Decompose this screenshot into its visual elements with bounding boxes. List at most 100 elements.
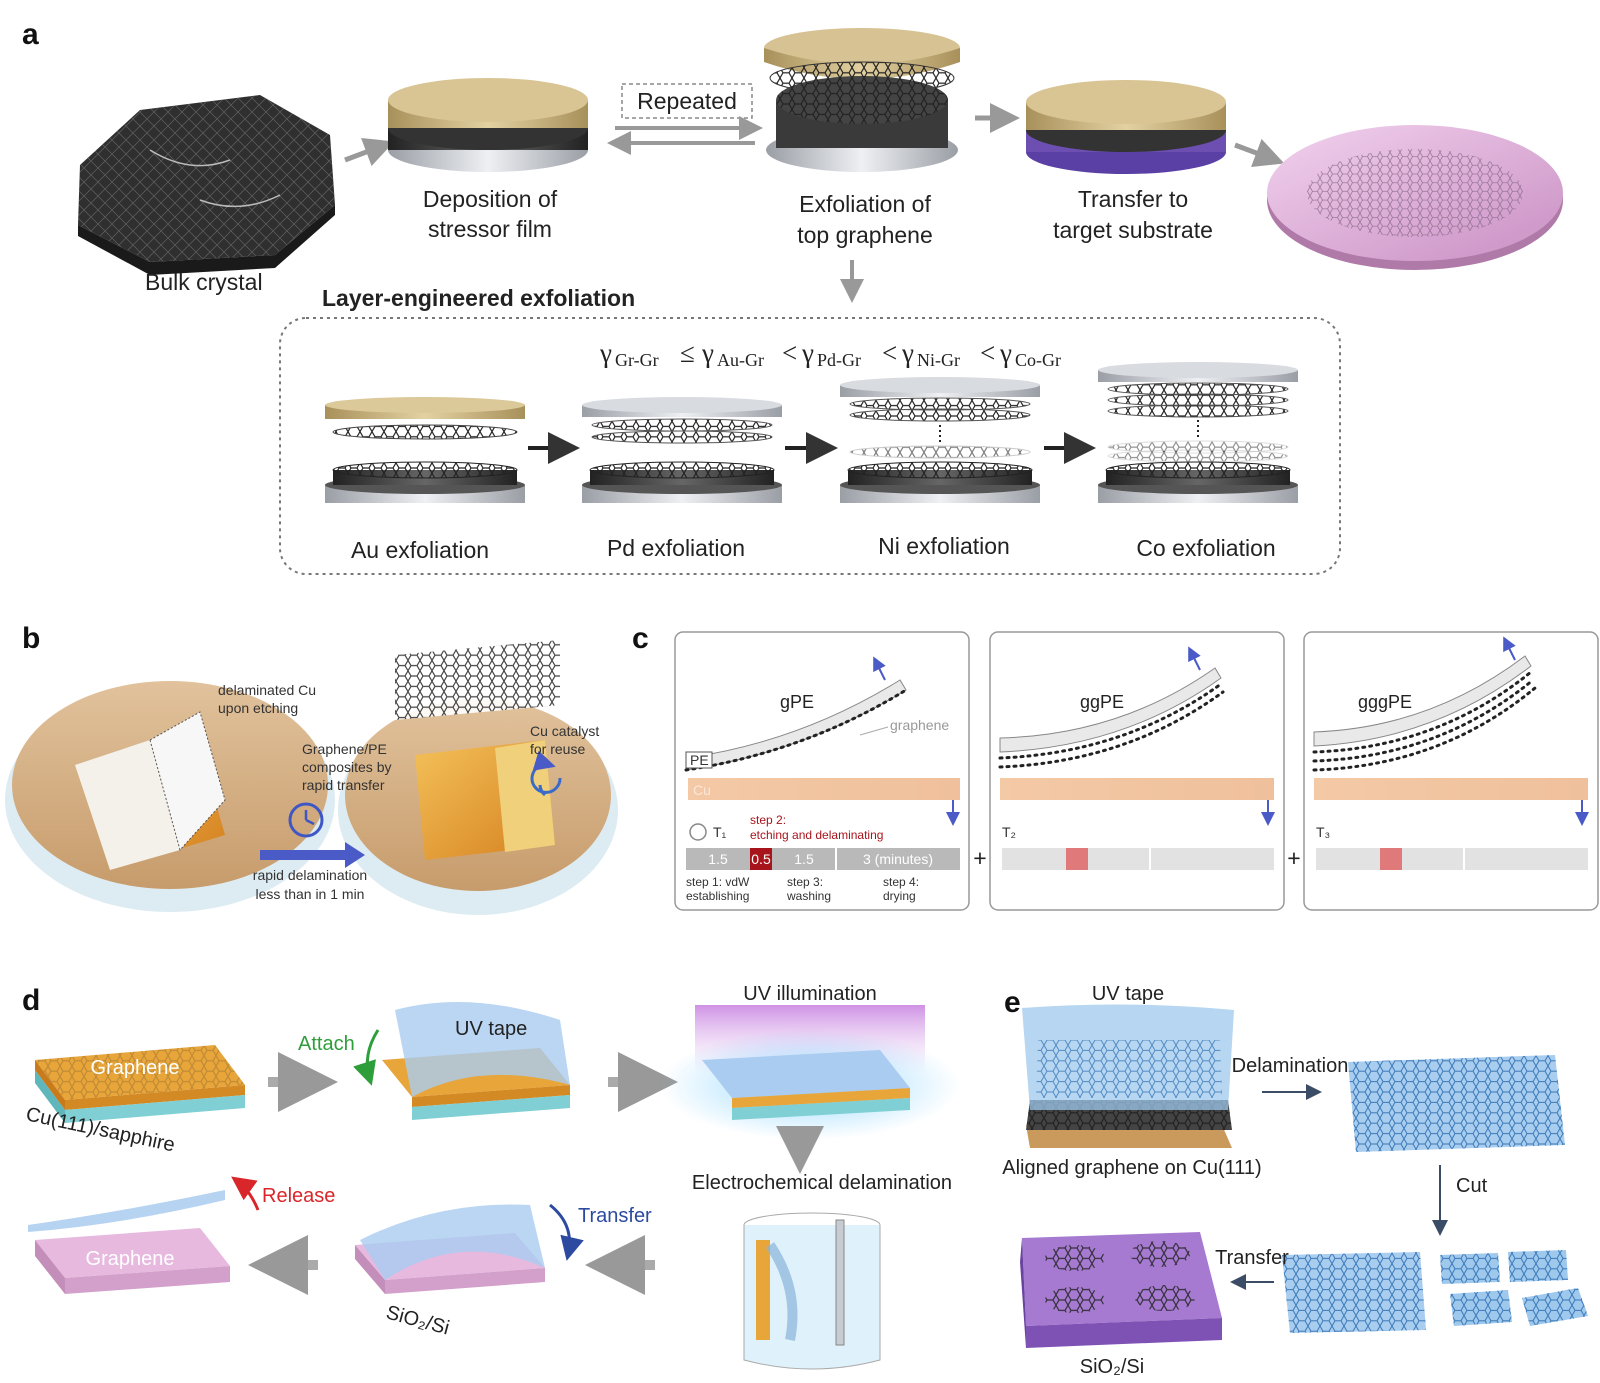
stage-label-co: Co exfoliation	[1136, 535, 1275, 561]
catalyst-label-2: for reuse	[530, 741, 585, 757]
timer-icon	[689, 823, 707, 841]
plus-2: +	[1287, 845, 1300, 871]
e-delaminated-sheet	[1348, 1055, 1565, 1152]
step1-label-2: establishing	[686, 889, 749, 903]
step2-label-2: etching and delaminating	[750, 828, 883, 842]
arrow-bulk-to-deposition	[344, 137, 395, 167]
step2-label-1: step 2:	[750, 813, 786, 827]
stage-co	[1098, 362, 1298, 503]
plus-1: +	[973, 845, 986, 871]
d-release-label: Release	[262, 1185, 335, 1207]
transfer-label-line1: Transfer to	[1078, 186, 1188, 212]
panel-letter-b: b	[22, 622, 40, 655]
petri-dish-left	[5, 681, 335, 912]
d-sio2-label: SiO₂/Si	[384, 1302, 452, 1340]
step4-label-1: step 4:	[883, 875, 919, 889]
e-cut-pieces	[1282, 1250, 1588, 1333]
deposition-label-line1: Deposition of	[423, 186, 558, 212]
exfoliation-label-line1: Exfoliation of	[799, 191, 931, 217]
rapid-label-1: rapid delamination	[253, 867, 367, 883]
target-substrate	[1267, 125, 1563, 270]
e-cut-label: Cut	[1456, 1175, 1488, 1197]
repeated-box	[621, 83, 753, 119]
d-graphene2-label: Graphene	[86, 1248, 175, 1270]
step3-label-1: step 3:	[787, 875, 823, 889]
petri-dish-right	[338, 640, 618, 915]
gamma-sub-5: Co-Gr	[1015, 350, 1061, 370]
gamma-symbol-4: γ	[901, 338, 914, 368]
step4-label-2: drying	[883, 889, 916, 903]
panel-letter-e: e	[1004, 986, 1021, 1019]
stage-pd	[582, 397, 782, 503]
stage-au	[325, 397, 525, 503]
catalyst-label-1: Cu catalyst	[530, 723, 599, 739]
stage-label-au: Au exfoliation	[351, 537, 489, 563]
d-attach-slab	[382, 1002, 570, 1120]
gamma-sub-2: Au-Gr	[717, 350, 764, 370]
composites-label-3: rapid transfer	[302, 777, 385, 793]
layer-engineered-title: Layer-engineered exfoliation	[322, 285, 635, 311]
bulk-crystal-label: Bulk crystal	[145, 269, 263, 295]
e-uv-tape-label: UV tape	[1092, 983, 1164, 1005]
step1-label-1: step 1: vdW	[686, 875, 750, 889]
transfer-label-line2: target substrate	[1053, 217, 1213, 243]
d-attach-label: Attach	[298, 1033, 355, 1055]
d-graphene-label: Graphene	[91, 1057, 180, 1079]
c-box-gpe: Cu PE gPE graphene T₁ step 2: etching an…	[674, 631, 970, 911]
d-graphene-cu-slab	[35, 1045, 245, 1123]
deposition-label-line2: stressor film	[428, 216, 552, 242]
panel-letter-a: a	[22, 18, 39, 51]
e-aligned-label: Aligned graphene on Cu(111)	[1002, 1157, 1261, 1179]
gggpe-label: gggPE	[1358, 692, 1412, 712]
t1-label: T₁	[713, 824, 727, 840]
d-transfer-label: Transfer	[578, 1205, 652, 1227]
d-uv-tape-label: UV tape	[455, 1018, 527, 1040]
d-transfer-arrow	[549, 1203, 584, 1261]
exfoliation-label-line2: top graphene	[797, 222, 933, 248]
bar-value-2: 0.5	[751, 851, 771, 867]
arrow-to-target	[1234, 138, 1285, 168]
gpe-label: gPE	[780, 692, 814, 712]
relation-op-4: <	[980, 338, 995, 368]
panel-letter-d: d	[22, 984, 40, 1017]
cu-label: Cu	[693, 782, 711, 798]
panel-b: b delaminated Cu upon etc	[5, 622, 618, 915]
gamma-relation: γ Gr-Gr ≤ γ Au-Gr < γ Pd-Gr < γ Ni-Gr < …	[599, 338, 1061, 370]
rapid-label-2: less than in 1 min	[256, 886, 365, 902]
d-attach-arrow	[353, 1029, 380, 1086]
deposition-disk	[388, 78, 588, 172]
d-uv-illum-label: UV illumination	[743, 983, 876, 1005]
d-uv-slab	[702, 1050, 910, 1120]
gamma-sub-1: Gr-Gr	[615, 350, 659, 370]
stage-label-ni: Ni exfoliation	[878, 533, 1010, 559]
relation-op-3: <	[882, 338, 897, 368]
gamma-sub-3: Pd-Gr	[817, 350, 861, 370]
stage-ni	[840, 377, 1040, 503]
panel-d: d Graphene Cu(111)/sapphire Attach UV ta…	[22, 983, 960, 1370]
d-beaker	[743, 1212, 881, 1370]
gamma-symbol-3: γ	[801, 338, 814, 368]
t2-label: T₂	[1002, 824, 1016, 840]
e-delamination-label: Delamination	[1232, 1055, 1349, 1077]
gamma-symbol-5: γ	[999, 338, 1012, 368]
d-release-arrow	[231, 1176, 260, 1211]
panel-a: a Bulk crystal Deposition of stressor fi…	[22, 18, 1563, 575]
delaminated-label-1: delaminated Cu	[218, 682, 316, 698]
bar-value-3: 1.5	[794, 851, 814, 867]
delaminated-label-2: upon etching	[218, 700, 298, 716]
step3-label-2: washing	[786, 889, 831, 903]
panel-c: c Cu PE gPE graphene T₁ step 2: etching …	[632, 622, 1599, 911]
pe-label: PE	[690, 752, 709, 768]
panel-letter-c: c	[632, 622, 649, 655]
composites-label-2: composites by	[302, 759, 391, 775]
relation-op-1: ≤	[680, 338, 695, 368]
exfoliation-disk	[764, 28, 960, 172]
relation-op-2: <	[782, 338, 797, 368]
c-box-gggpe: gggPE T₃	[1303, 631, 1599, 911]
d-sio2-slab	[355, 1204, 545, 1294]
e-sio2-chip	[1020, 1232, 1222, 1348]
stage-label-pd: Pd exfoliation	[607, 535, 745, 561]
t3-label: T₃	[1316, 824, 1330, 840]
bar-value-1: 1.5	[708, 851, 728, 867]
